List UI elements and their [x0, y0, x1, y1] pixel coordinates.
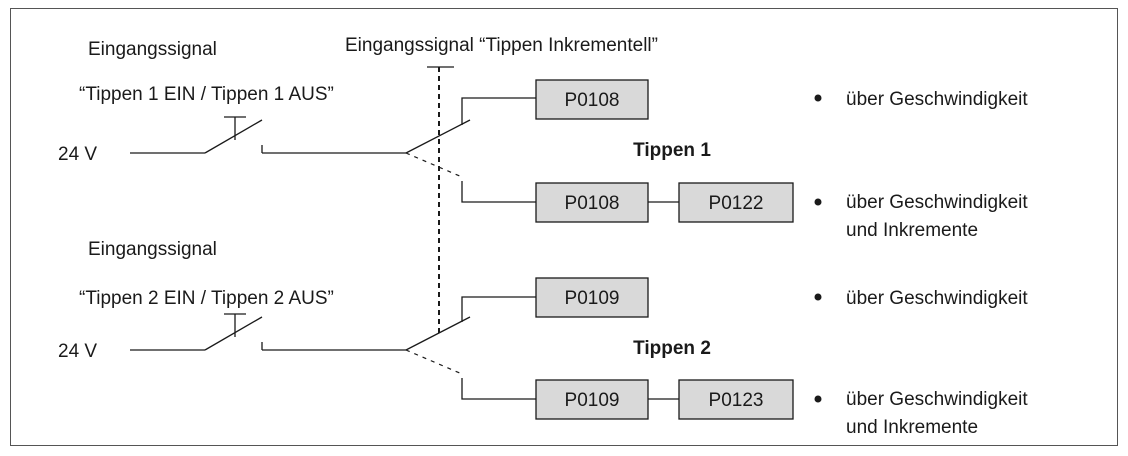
changeover-switch — [405, 97, 536, 203]
param-box-label: P0122 — [709, 193, 764, 214]
mode-description: und Inkremente — [846, 417, 978, 438]
param-box — [678, 379, 794, 420]
incremental-signal-label: Eingangssignal “Tippen Inkrementell” — [345, 35, 658, 56]
input-signal-label: Eingangssignal — [88, 39, 217, 60]
bullet — [814, 395, 822, 403]
mode-description: über Geschwindigkeit — [846, 89, 1028, 110]
bullet — [814, 94, 822, 102]
param-box-label: P0108 — [565, 193, 620, 214]
bullet — [814, 293, 822, 301]
changeover-switch — [405, 296, 536, 400]
diagram-border — [10, 8, 1118, 446]
param-box-label: P0123 — [709, 390, 764, 411]
supply-voltage-label: 24 V — [58, 341, 97, 362]
param-box — [535, 182, 649, 223]
mode-description: über Geschwindigkeit — [846, 288, 1028, 309]
param-box — [678, 182, 794, 223]
mode-description: über Geschwindigkeit — [846, 389, 1028, 410]
param-box — [535, 79, 649, 120]
param-box-label: P0109 — [565, 390, 620, 411]
mode-description: und Inkremente — [846, 220, 978, 241]
param-box-label: P0108 — [565, 90, 620, 111]
on-off-switch — [130, 116, 406, 154]
switch-label: “Tippen 2 EIN / Tippen 2 AUS” — [79, 288, 334, 309]
on-off-switch — [130, 313, 406, 351]
param-box-label: P0109 — [565, 288, 620, 309]
jog-1-group: Eingangssignal “Tippen 1 EIN / Tippen 1 … — [58, 39, 1028, 241]
jog-label: Tippen 1 — [633, 140, 711, 161]
jog-label: Tippen 2 — [633, 338, 711, 359]
input-signal-label: Eingangssignal — [88, 239, 217, 260]
jog-2-group: Eingangssignal “Tippen 2 EIN / Tippen 2 … — [58, 239, 1028, 438]
param-box — [535, 379, 649, 420]
switch-label: “Tippen 1 EIN / Tippen 1 AUS” — [79, 84, 334, 105]
mode-description: über Geschwindigkeit — [846, 192, 1028, 213]
param-box — [535, 277, 649, 318]
bullet — [814, 198, 822, 206]
supply-voltage-label: 24 V — [58, 144, 97, 165]
